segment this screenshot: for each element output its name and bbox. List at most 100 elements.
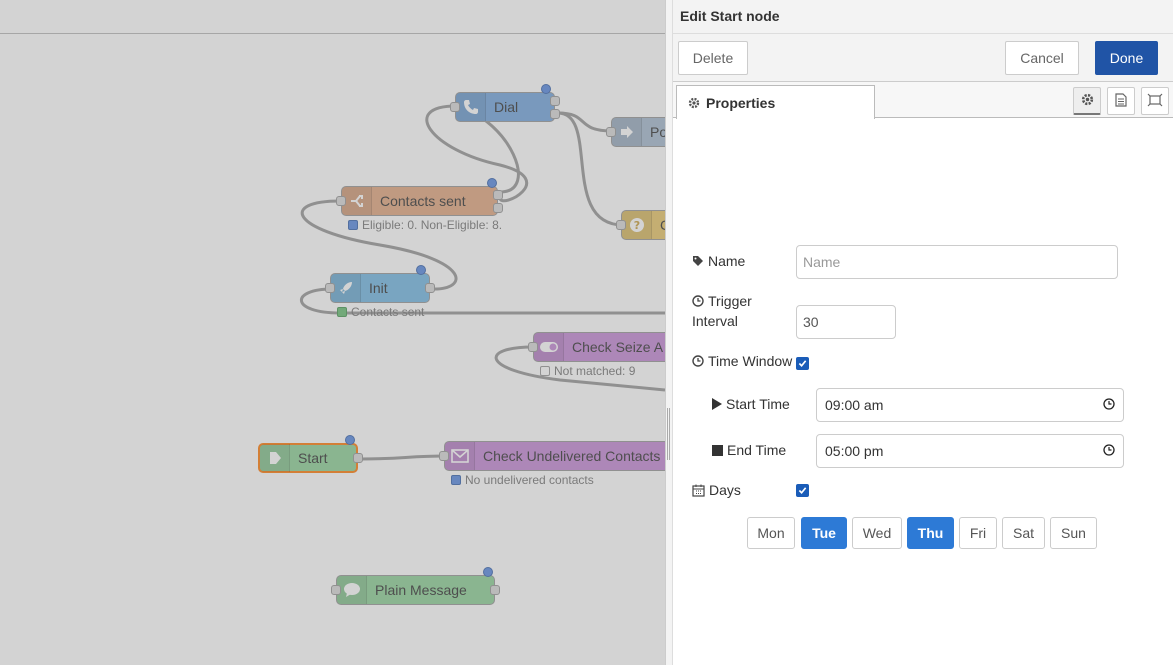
day-toggle-fri[interactable]: Fri xyxy=(959,517,997,549)
day-toggle-tue[interactable]: Tue xyxy=(801,517,847,549)
input-port[interactable] xyxy=(331,585,341,595)
tab-description[interactable] xyxy=(1107,87,1135,115)
day-toggle-sun[interactable]: Sun xyxy=(1050,517,1097,549)
time-window-checkbox[interactable] xyxy=(796,357,809,370)
output-port[interactable] xyxy=(490,585,500,595)
check-seize-status: Not matched: 9 xyxy=(540,364,635,378)
status-pin xyxy=(483,567,493,577)
post-node[interactable]: Po xyxy=(606,117,665,147)
calendar-icon xyxy=(692,484,705,497)
post-node-label: Po xyxy=(650,124,665,140)
switch-icon xyxy=(342,187,372,215)
output-port[interactable] xyxy=(353,453,363,463)
end-time-label: End Time xyxy=(712,442,786,458)
interval-label-line2: Interval xyxy=(692,313,738,329)
time-window-label: Time Window xyxy=(692,353,792,369)
input-port[interactable] xyxy=(450,102,460,112)
clock-icon[interactable] xyxy=(1103,443,1115,459)
checkmark-icon xyxy=(798,360,807,367)
wire xyxy=(300,287,665,315)
name-label-text: Name xyxy=(708,253,746,269)
check-undelivered-node[interactable]: Check Undelivered Contacts xyxy=(439,441,665,471)
check-seize-node[interactable]: Check Seize A xyxy=(528,332,665,362)
day-toggle-thu[interactable]: Thu xyxy=(907,517,954,549)
phone-icon xyxy=(456,93,486,121)
start-time-input[interactable]: 09:00 am xyxy=(816,388,1124,422)
days-checkbox[interactable] xyxy=(796,484,809,497)
delete-button[interactable]: Delete xyxy=(678,41,748,75)
init-node[interactable]: Init xyxy=(325,265,435,303)
start-time-label: Start Time xyxy=(712,396,790,412)
start-node-label: Start xyxy=(298,450,328,466)
trigger-label-text: Trigger xyxy=(708,293,752,309)
output-port[interactable] xyxy=(550,96,560,106)
contacts-sent-node[interactable]: Contacts sent xyxy=(336,178,503,216)
wire xyxy=(494,345,665,392)
trigger-interval-input[interactable] xyxy=(796,305,896,339)
end-time-input[interactable]: 05:00 pm xyxy=(816,434,1124,468)
cancel-button[interactable]: Cancel xyxy=(1005,41,1079,75)
input-port[interactable] xyxy=(616,220,626,230)
end-time-value: 05:00 pm xyxy=(825,443,884,459)
name-input[interactable] xyxy=(796,245,1118,279)
clock-icon xyxy=(692,295,704,307)
clock-icon[interactable] xyxy=(1103,397,1115,413)
time-window-label-text: Time Window xyxy=(708,353,793,369)
wire xyxy=(359,454,447,461)
stop-icon xyxy=(712,444,723,456)
envelope-icon xyxy=(445,442,475,470)
check-undelivered-node-label: Check Undelivered Contacts xyxy=(483,448,661,464)
start-time-label-text: Start Time xyxy=(726,396,790,412)
wire xyxy=(557,111,624,227)
trigger-interval-label: Trigger xyxy=(692,293,752,309)
status-text: Not matched: 9 xyxy=(554,364,636,378)
rocket-icon xyxy=(331,274,361,302)
status-dot xyxy=(451,475,461,485)
output-port[interactable] xyxy=(550,109,560,119)
check-undelivered-status: No undelivered contacts xyxy=(451,473,594,487)
status-text: Eligible: 0. Non-Eligible: 8. xyxy=(362,218,503,232)
done-button[interactable]: Done xyxy=(1095,41,1158,75)
contacts-sent-node-label: Contacts sent xyxy=(380,193,466,209)
output-port[interactable] xyxy=(493,203,503,213)
toggle-icon xyxy=(534,333,564,361)
gear-icon xyxy=(1081,93,1094,109)
tab-properties[interactable]: Properties xyxy=(676,85,875,119)
input-port[interactable] xyxy=(325,283,335,293)
arrow-right-icon xyxy=(260,444,290,472)
status-text: Contacts sent xyxy=(351,305,425,319)
name-label: Name xyxy=(692,253,745,269)
tab-appearance[interactable] xyxy=(1141,87,1169,115)
status-ring xyxy=(540,366,550,376)
flow-wires xyxy=(300,104,665,461)
start-time-value: 09:00 am xyxy=(825,397,884,413)
status-dot xyxy=(348,220,358,230)
day-toggle-mon[interactable]: Mon xyxy=(747,517,795,549)
plain-message-node[interactable]: Plain Message xyxy=(331,567,500,605)
dial-node[interactable]: Dial xyxy=(450,84,560,122)
checkmark-icon xyxy=(798,487,807,494)
condition-node[interactable]: ? C xyxy=(616,210,665,240)
output-port[interactable] xyxy=(493,190,503,200)
plain-message-node-label: Plain Message xyxy=(375,582,467,598)
days-label: Days xyxy=(692,482,741,498)
input-port[interactable] xyxy=(439,451,449,461)
flow-canvas[interactable]: Dial Po Contacts sent Eligible: 0. Non-E… xyxy=(0,0,665,665)
status-pin xyxy=(345,435,355,445)
start-node[interactable]: Start xyxy=(258,435,363,473)
splitter-grip[interactable] xyxy=(667,408,670,460)
question-icon: ? xyxy=(622,211,652,239)
day-toggle-wed[interactable]: Wed xyxy=(852,517,902,549)
day-toggle-sat[interactable]: Sat xyxy=(1002,517,1045,549)
output-port[interactable] xyxy=(425,283,435,293)
wire xyxy=(300,199,458,291)
input-port[interactable] xyxy=(336,196,346,206)
speech-bubble-icon xyxy=(337,576,367,604)
input-port[interactable] xyxy=(606,127,616,137)
tab-settings[interactable] xyxy=(1073,87,1101,115)
panel-splitter[interactable] xyxy=(665,0,673,665)
check-seize-node-label: Check Seize A xyxy=(572,339,664,355)
clock-icon xyxy=(692,355,704,367)
arrow-right-icon xyxy=(612,118,642,146)
input-port[interactable] xyxy=(528,342,538,352)
